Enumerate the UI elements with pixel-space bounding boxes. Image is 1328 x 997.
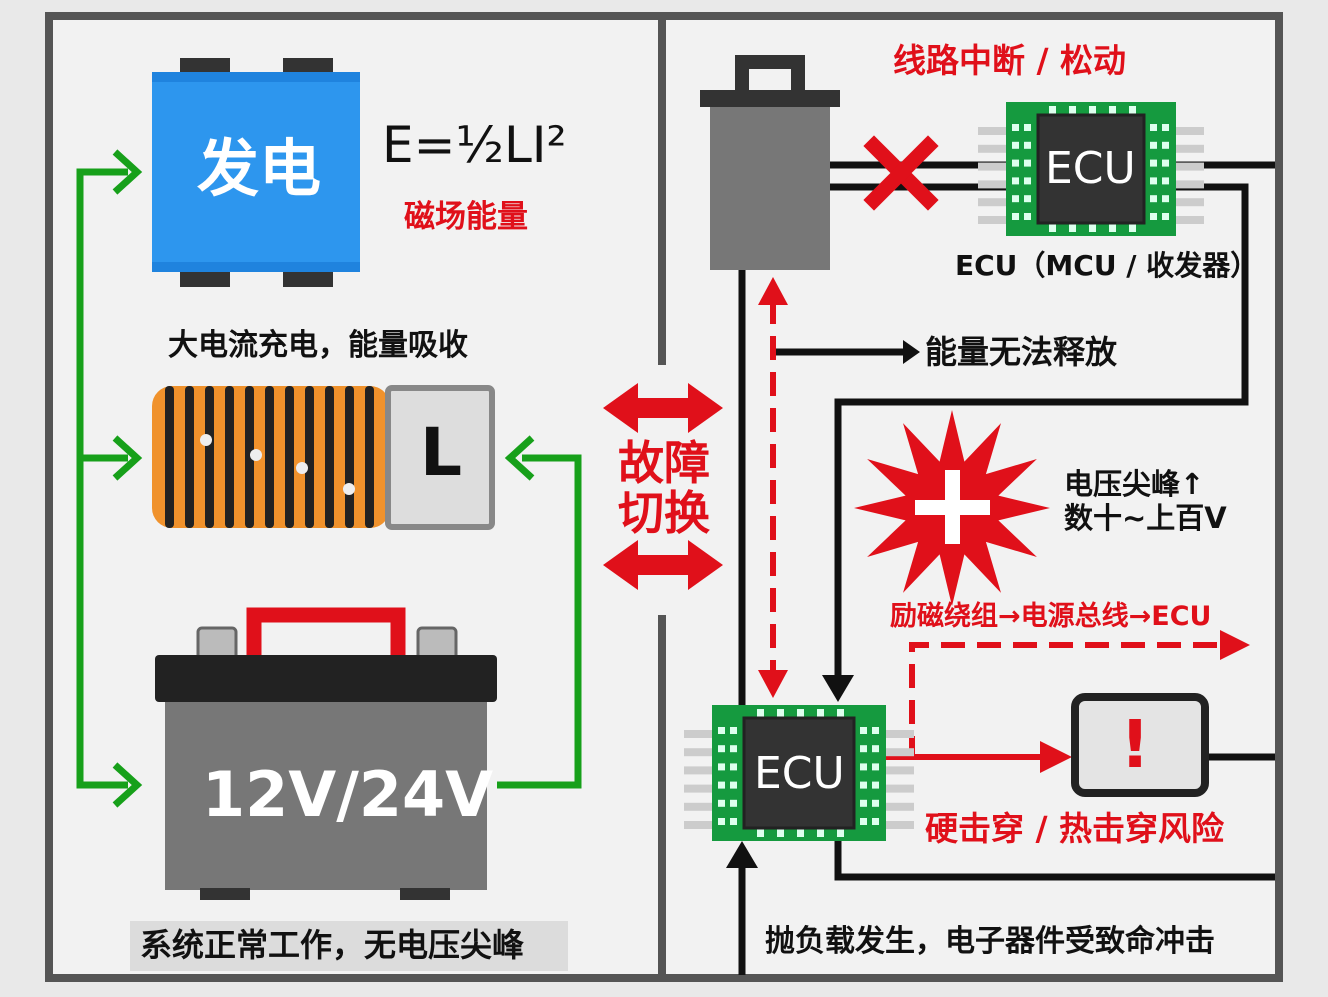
ecu-chip-bottom-icon	[684, 705, 914, 841]
battery-label: 12V/24V	[202, 758, 494, 831]
generator-icon	[152, 58, 360, 287]
energy-text: 能量无法释放	[925, 333, 1118, 371]
ecu-bottom-label: ECU	[754, 748, 845, 799]
arrowhead-energy	[903, 340, 920, 364]
spike-line1: 电压尖峰↑	[1064, 467, 1205, 501]
warning-symbol: !	[1120, 706, 1151, 783]
right-footer: 抛负载发生，电子器件受致命冲击	[765, 924, 1215, 959]
break-title: 线路中断 / 松动	[893, 41, 1127, 80]
ecu-chip-top-icon	[978, 102, 1204, 236]
charging-path-arrows	[76, 149, 582, 808]
arrowhead-up-ecu	[726, 841, 758, 868]
fault-switch-line1: 故障	[618, 436, 710, 490]
left-footer: 系统正常工作，无电压尖峰	[140, 926, 525, 964]
surge-dashed-arrow	[758, 277, 788, 698]
coil-caption: 大电流充电，能量吸收	[168, 328, 468, 363]
warning-box-icon	[1071, 693, 1209, 797]
energy-formula: E=½LI²	[382, 116, 567, 174]
battery-icon	[155, 607, 497, 900]
risk-text: 硬击穿 / 热击穿风险	[925, 809, 1225, 848]
arrowhead-to-ecu	[822, 675, 854, 702]
breakdown-arrow	[885, 741, 1072, 773]
ecu-caption: ECU（MCU / 收发器）	[955, 249, 1259, 282]
break-x-icon	[863, 135, 939, 211]
surge-path-text: 励磁绕组→电源总线→ECU	[890, 601, 1212, 632]
surge-path-dashed-arrow	[909, 630, 1250, 760]
ecu-top-label: ECU	[1045, 143, 1136, 194]
inductor-label: L	[420, 414, 463, 491]
inductor-coil-icon	[152, 385, 495, 530]
spike-line2: 数十~上百V	[1064, 501, 1227, 535]
formula-caption: 磁场能量	[404, 199, 528, 235]
load-device-icon	[700, 55, 840, 270]
generator-label: 发电	[197, 132, 322, 205]
left-footer-bg	[130, 921, 568, 971]
fault-switch-line2: 切换	[618, 486, 710, 540]
voltage-spike-icon	[854, 410, 1050, 606]
fault-switch-arrows	[603, 383, 723, 590]
